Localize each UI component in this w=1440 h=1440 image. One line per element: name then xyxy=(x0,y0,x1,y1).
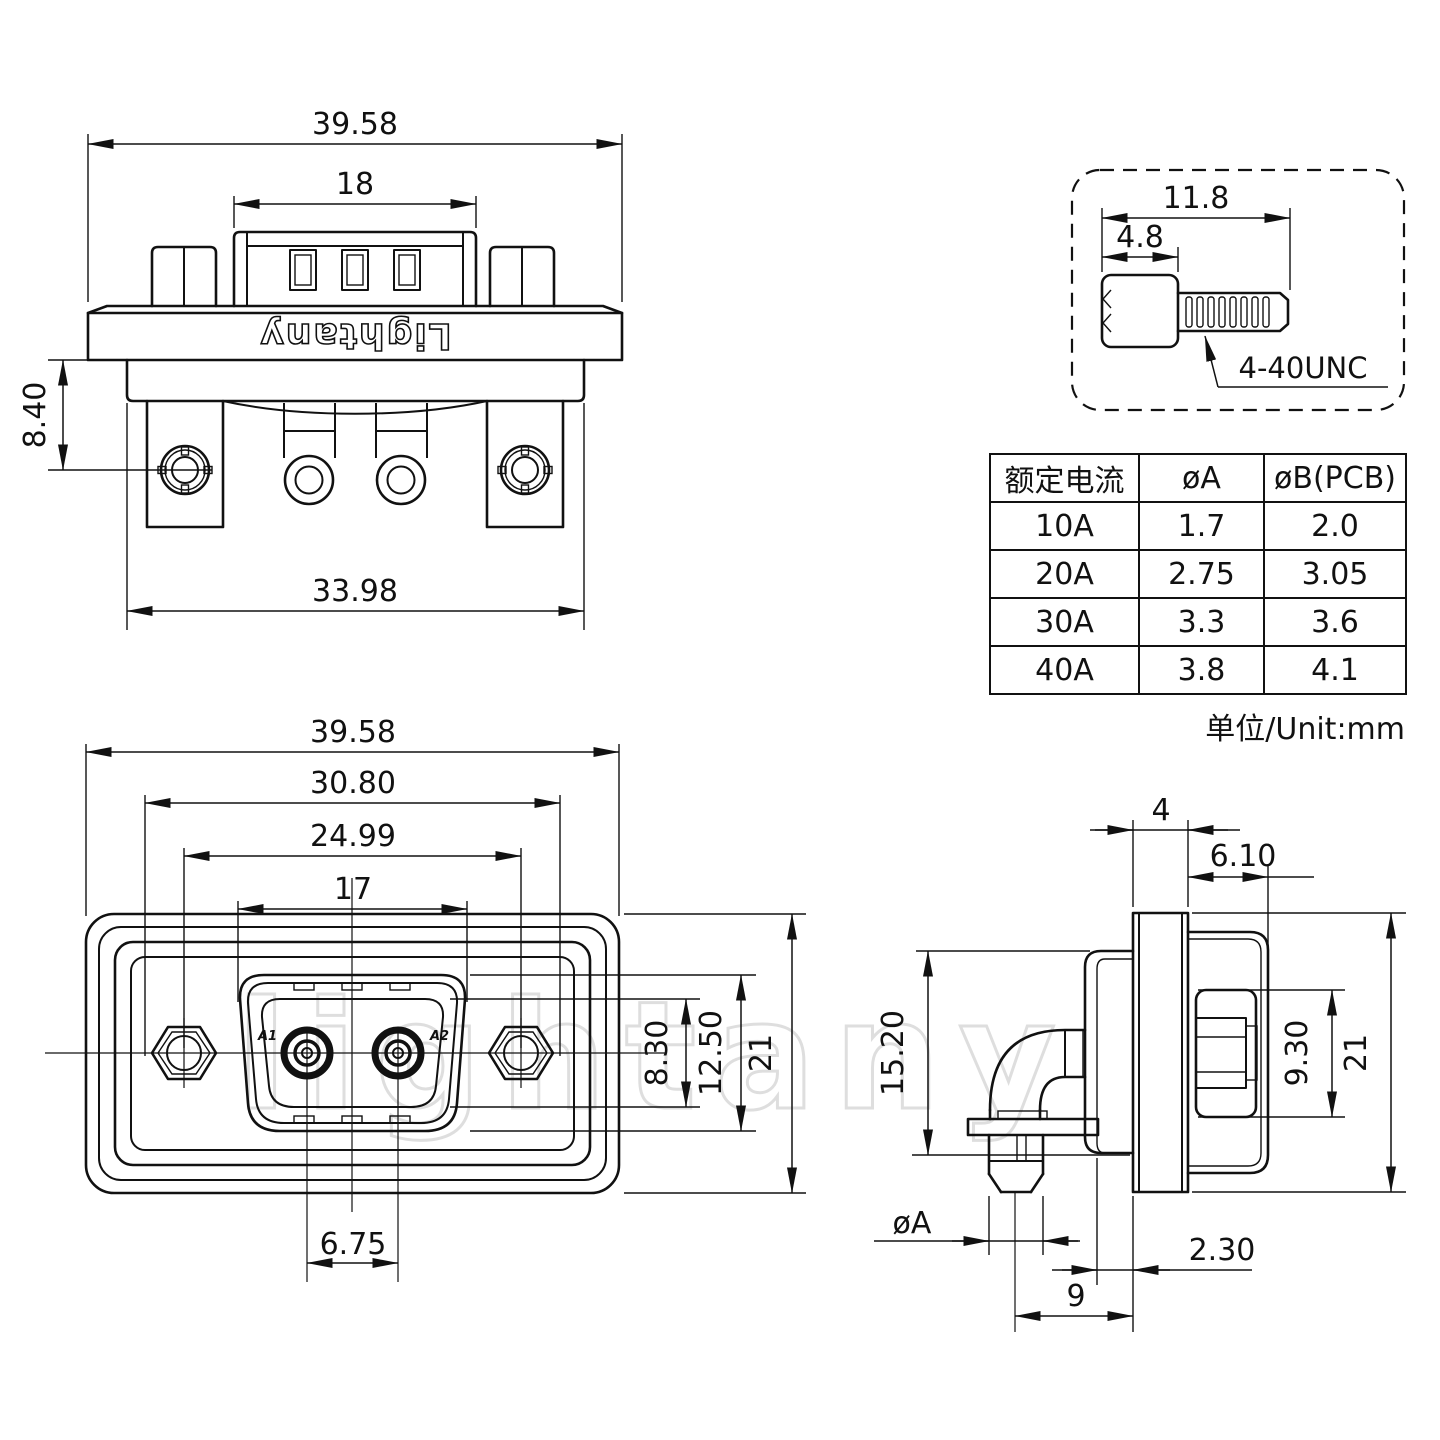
side-dim-face-gap: 2.30 xyxy=(1189,1233,1256,1268)
shell-tabs xyxy=(293,982,411,1124)
front-dim-jackscrew-span: 24.99 xyxy=(310,819,396,854)
side-dim-pin-setback: 9 xyxy=(1066,1279,1085,1314)
front-dim-opening-height: 8.30 xyxy=(640,1020,675,1087)
header-dia-b-pcb: øB(PCB) xyxy=(1263,453,1407,503)
hex-nut-right xyxy=(487,1018,555,1088)
side-dim-flange-thickness: 4 xyxy=(1151,793,1170,828)
rear-contact-cup xyxy=(1195,1017,1258,1089)
screw-shaft xyxy=(1176,291,1290,333)
front-dim-height: 21 xyxy=(744,1034,779,1072)
side-dim-front-height: 15.20 xyxy=(876,1010,911,1096)
screw-threads xyxy=(1185,296,1270,328)
side-flange xyxy=(1131,911,1190,1194)
rear-shell-windows xyxy=(289,249,421,291)
rear-dim-flange-offset: 8.40 xyxy=(18,382,53,449)
screw-dim-length: 11.8 xyxy=(1163,181,1230,216)
contact-label-a1: A1 xyxy=(257,1029,277,1044)
screw-detail: 11.8 4.8 4-40UNC xyxy=(1070,168,1406,412)
side-dim-height: 21 xyxy=(1339,1034,1374,1072)
header-rated-current: 额定电流 xyxy=(989,453,1140,503)
front-dim-mount-span: 30.80 xyxy=(310,766,396,801)
side-dim-insulator-height: 9.30 xyxy=(1280,1020,1315,1087)
front-dim-contact-pitch: 6.75 xyxy=(320,1227,387,1262)
contact-label-a2: A2 xyxy=(429,1029,449,1044)
screw-thread-label: 4-40UNC xyxy=(1239,351,1368,385)
front-dim-shell-width: 17 xyxy=(334,872,372,907)
rear-dim-body-width: 33.98 xyxy=(312,574,398,609)
side-view: 4 6.10 15.20 9.30 21 øA 2.30 xyxy=(874,793,1406,1332)
brand-logo: Lightany xyxy=(258,315,451,356)
front-dim-shell-height: 12.50 xyxy=(694,1010,729,1096)
table-row: 30A 3.3 3.6 xyxy=(989,597,1407,647)
table-row: 20A 2.75 3.05 xyxy=(989,549,1407,599)
rear-dim-shell-width: 18 xyxy=(336,167,374,202)
pcb-standoff-plate xyxy=(966,1117,1100,1137)
solder-pot xyxy=(987,1133,1045,1194)
rear-view: 39.58 18 Lightany xyxy=(18,107,624,630)
current-rating-table: 额定电流 øA øB(PCB) 10A 1.7 2.0 20A 2.75 3.0… xyxy=(989,453,1407,695)
rear-dim-overall-width: 39.58 xyxy=(312,107,398,142)
front-dim-overall-width: 39.58 xyxy=(310,715,396,750)
screw-dim-head: 4.8 xyxy=(1116,220,1164,255)
table-row: 40A 3.8 4.1 xyxy=(989,645,1407,695)
right-angle-contact xyxy=(988,1028,1087,1121)
table-row: 10A 1.7 2.0 xyxy=(989,501,1407,551)
side-dim-rear-depth: 6.10 xyxy=(1210,839,1277,874)
header-dia-a: øA xyxy=(1138,453,1265,503)
hex-nut-left xyxy=(150,1018,218,1088)
screw-head xyxy=(1100,273,1180,349)
rear-solder-cups xyxy=(283,403,428,506)
detail-boundary xyxy=(1070,168,1406,412)
unit-note: 单位/Unit:mm xyxy=(1205,712,1405,747)
side-dim-pin-dia: øA xyxy=(893,1206,932,1241)
front-view: 39.58 30.80 24.99 17 xyxy=(45,715,806,1282)
rear-jackscrew-right xyxy=(497,444,553,496)
table-header-row: 额定电流 øA øB(PCB) xyxy=(989,453,1407,503)
